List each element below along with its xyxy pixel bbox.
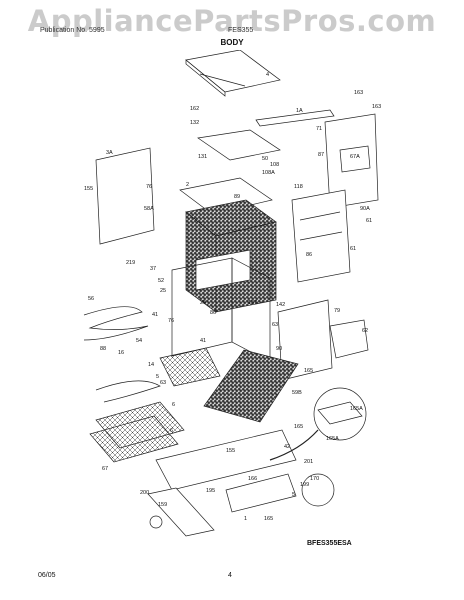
wiring-panel xyxy=(291,189,351,283)
part-callout-159: 159 xyxy=(158,502,167,508)
part-callout-6: 6 xyxy=(172,402,175,408)
part-callout-87: 87 xyxy=(318,152,324,158)
broil-pan xyxy=(159,347,221,387)
part-callout-170: 170 xyxy=(310,476,319,482)
part-callout-201: 201 xyxy=(304,459,313,465)
oven-bottom xyxy=(203,349,299,423)
part-callout-165A: 165A xyxy=(350,406,363,412)
part-callout-63: 63 xyxy=(160,380,166,386)
oven-racks xyxy=(89,401,185,463)
detail-inset xyxy=(269,387,367,461)
part-callout-86: 86 xyxy=(306,252,312,258)
part-callout-163: 163 xyxy=(372,104,381,110)
part-callout-199: 199 xyxy=(300,482,309,488)
top-panel xyxy=(185,50,281,97)
part-callout-2: 2 xyxy=(186,182,189,188)
part-callout-41: 41 xyxy=(152,312,158,318)
part-callout-137: 137 xyxy=(248,300,257,306)
part-callout-155: 155 xyxy=(84,186,93,192)
part-callout-200: 200 xyxy=(140,490,149,496)
section-title: BODY xyxy=(220,38,244,47)
right-side-panel xyxy=(324,113,379,209)
part-callout-79: 79 xyxy=(334,308,340,314)
back-panel xyxy=(197,129,281,161)
part-callout-90: 90 xyxy=(276,346,282,352)
part-callout-16: 16 xyxy=(118,350,124,356)
part-callout-56: 56 xyxy=(88,296,94,302)
part-callout-165: 165 xyxy=(304,368,313,374)
rear-trim xyxy=(255,109,335,127)
part-callout-166: 166 xyxy=(248,476,257,482)
part-callout-29: 29 xyxy=(200,300,206,306)
terminal-block xyxy=(329,319,369,359)
part-callout-67: 67 xyxy=(102,466,108,472)
site-watermark: AppliancePartsPros.com xyxy=(27,4,437,38)
part-callout-5: 5 xyxy=(156,374,159,380)
part-callout-58A: 58A xyxy=(144,206,154,212)
part-callout-59B: 59B xyxy=(292,390,302,396)
part-callout-76: 76 xyxy=(146,184,152,190)
part-callout-165: 165 xyxy=(264,516,273,522)
part-callout-165: 165 xyxy=(294,424,303,430)
detail-inset-170 xyxy=(301,473,335,507)
part-callout-6: 6 xyxy=(170,428,173,434)
model-number: FES355 xyxy=(228,27,254,34)
footer-page-number: 4 xyxy=(228,572,232,579)
oven-cavity xyxy=(185,199,277,313)
footer-date: 06/05 xyxy=(38,572,56,579)
part-callout-108A: 108A xyxy=(262,170,275,176)
part-callout-1: 1 xyxy=(244,516,247,522)
part-callout-61: 61 xyxy=(366,218,372,224)
part-callout-3A: 3A xyxy=(106,150,113,156)
part-callout-131: 131 xyxy=(198,154,207,160)
part-callout-62: 62 xyxy=(362,328,368,334)
part-callout-90A: 90A xyxy=(360,206,370,212)
part-callout-71: 71 xyxy=(316,126,322,132)
part-callout-4: 4 xyxy=(266,72,269,78)
part-callout-67A: 67A xyxy=(350,154,360,160)
part-callout-86: 86 xyxy=(210,310,216,316)
part-callout-118: 118 xyxy=(294,184,303,190)
part-callout-61: 61 xyxy=(350,246,356,252)
part-callout-89: 89 xyxy=(234,194,240,200)
part-callout-50: 50 xyxy=(262,156,268,162)
part-callout-52: 52 xyxy=(158,278,164,284)
part-callout-76: 76 xyxy=(168,318,174,324)
storage-drawer xyxy=(147,429,297,537)
part-callout-41: 41 xyxy=(200,338,206,344)
side-shield xyxy=(277,299,333,381)
part-callout-163: 163 xyxy=(354,90,363,96)
broil-element xyxy=(95,380,161,403)
part-callout-108: 108 xyxy=(270,162,279,168)
part-callout-14: 14 xyxy=(148,362,154,368)
part-callout-195: 195 xyxy=(206,488,215,494)
part-callout-1A: 1A xyxy=(296,108,303,114)
part-callout-63: 63 xyxy=(272,322,278,328)
part-callout-219: 219 xyxy=(126,260,135,266)
diagram-reference: BFES355ESA xyxy=(307,540,352,547)
part-callout-132: 132 xyxy=(190,120,199,126)
bake-element xyxy=(83,306,149,341)
part-callout-5: 5 xyxy=(292,492,295,498)
part-callout-88: 88 xyxy=(100,346,106,352)
publication-number: Publication No. 5995 xyxy=(40,27,105,34)
part-callout-54: 54 xyxy=(136,338,142,344)
part-callout-165A: 165A xyxy=(326,436,339,442)
part-callout-42: 42 xyxy=(284,444,290,450)
part-callout-162: 162 xyxy=(190,106,199,112)
part-callout-155: 155 xyxy=(226,448,235,454)
part-callout-37: 37 xyxy=(150,266,156,272)
left-side-panel xyxy=(95,147,155,245)
part-callout-142: 142 xyxy=(276,302,285,308)
part-callout-25: 25 xyxy=(160,288,166,294)
